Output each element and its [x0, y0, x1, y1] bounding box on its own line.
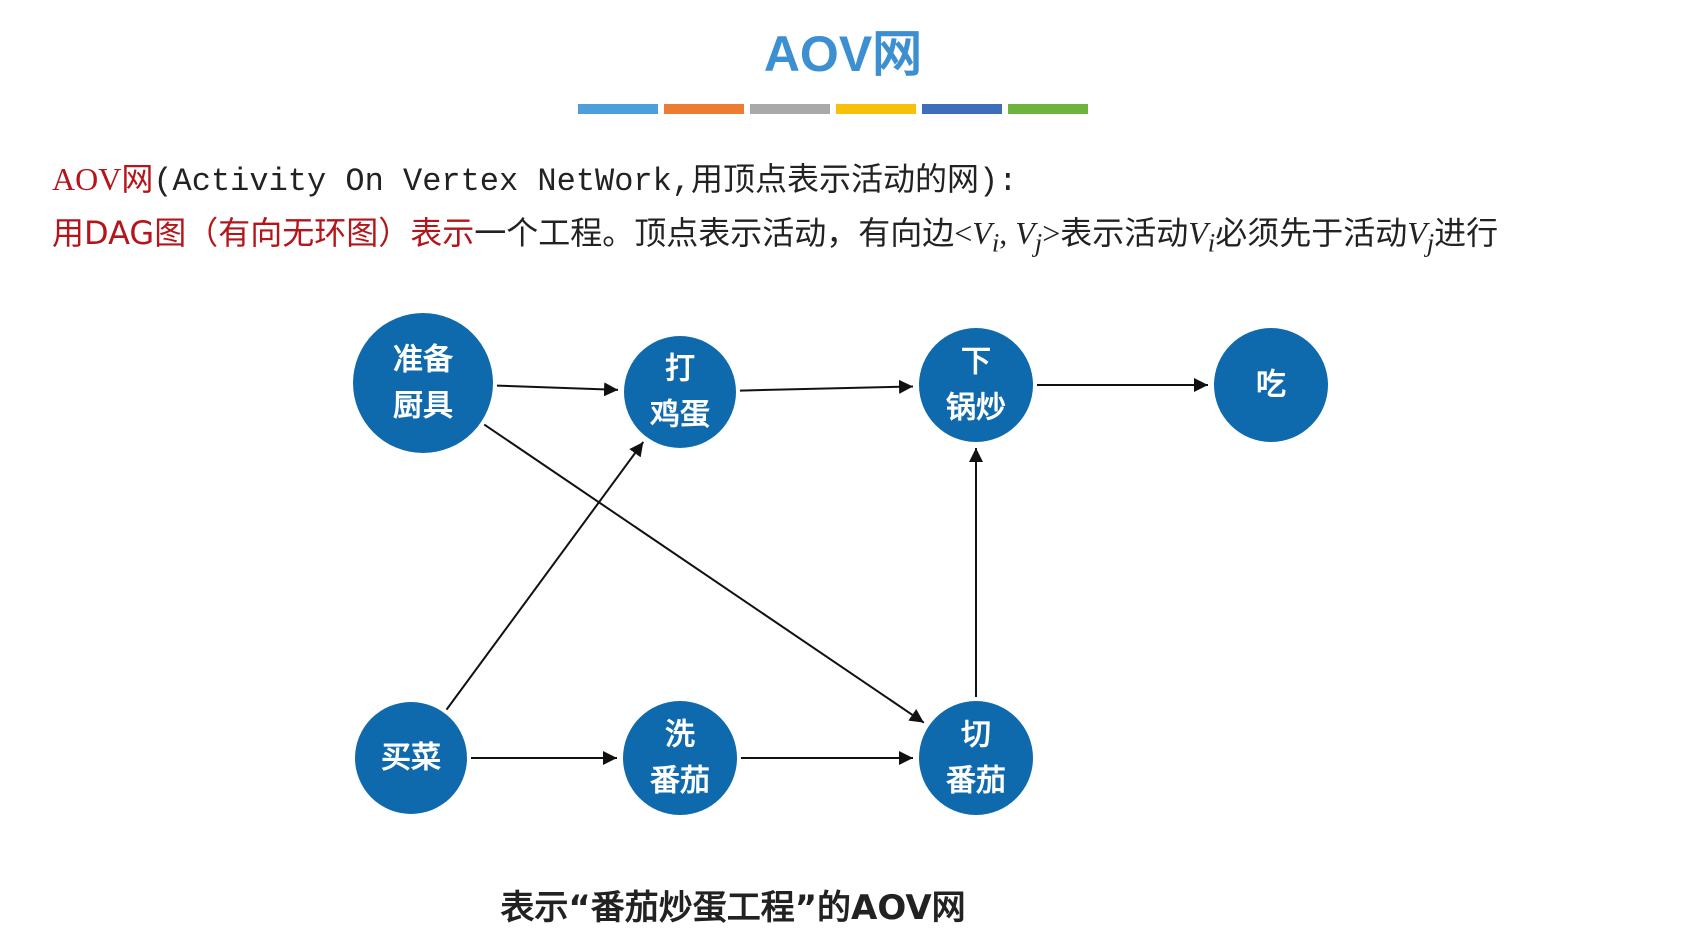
color-stripe — [750, 104, 830, 114]
color-stripe — [664, 104, 744, 114]
node-label: 鸡蛋 — [650, 398, 710, 433]
description-text-4: 进行 — [1434, 214, 1499, 252]
node-label: 打 — [665, 352, 695, 387]
edge-prepare-to-beat-eggs — [496, 382, 619, 397]
color-stripe — [1008, 104, 1088, 114]
definition-expansion: Activity On Vertex NetWork, — [172, 163, 692, 200]
math-vj-2-subscript: j — [1426, 227, 1435, 258]
math-vi-subscript: i — [991, 227, 1000, 258]
edge-beat-eggs-to-stir-fry — [739, 379, 914, 394]
math-vj: V — [1015, 215, 1035, 251]
math-vj-2: V — [1407, 215, 1427, 251]
definition-paren-open: ( — [153, 163, 173, 200]
node-buy-veg: 买菜 — [355, 702, 467, 814]
color-stripe — [922, 104, 1002, 114]
node-label: 买菜 — [381, 741, 441, 776]
edge-buy-veg-to-beat-eggs — [445, 441, 645, 711]
node-circle — [624, 336, 736, 448]
node-label: 下 — [961, 345, 991, 380]
description-highlight: 用DAG图（有向无环图）表示 — [52, 214, 475, 252]
edge-close-bracket: > — [1042, 215, 1061, 251]
edge-prepare-to-cut-tomato — [483, 423, 925, 724]
node-label: 洗 — [665, 718, 695, 753]
node-label: 锅炒 — [946, 391, 1006, 426]
math-vj-subscript: j — [1034, 227, 1043, 258]
page-title: AOV网 — [763, 26, 923, 82]
node-stir-fry: 下锅炒 — [919, 328, 1033, 442]
node-label: 吃 — [1256, 368, 1286, 403]
node-label: 厨具 — [393, 389, 453, 424]
node-cut-tomato: 切番茄 — [919, 701, 1033, 815]
color-stripe — [836, 104, 916, 114]
definition-line: AOV网(Activity On Vertex NetWork,用顶点表示活动的… — [52, 154, 1017, 200]
edge-comma: , — [999, 215, 1016, 251]
description-line: 用DAG图（有向无环图）表示一个工程。顶点表示活动，有向边<Vi, Vj>表示活… — [52, 208, 1498, 258]
node-eat: 吃 — [1214, 328, 1328, 442]
definition-meaning: 用顶点表示活动的网 — [691, 160, 980, 198]
edge-open-bracket: < — [954, 215, 973, 251]
node-circle — [919, 701, 1033, 815]
node-wash-tomato: 洗番茄 — [623, 701, 737, 815]
node-circle — [353, 313, 493, 453]
definition-term: AOV网 — [52, 161, 154, 197]
diagram-caption: 表示“番茄炒蛋工程”的AOV网 — [500, 888, 966, 928]
math-vi-2: V — [1188, 215, 1208, 251]
node-label: 切 — [961, 718, 991, 753]
node-label: 准备 — [393, 343, 454, 378]
node-circle — [355, 702, 467, 814]
description-text-3: 必须先于活动 — [1215, 214, 1408, 252]
node-circle — [919, 328, 1033, 442]
definition-paren-close: ): — [979, 163, 1018, 200]
node-beat-eggs: 打鸡蛋 — [624, 336, 736, 448]
description-text-2: 表示活动 — [1060, 214, 1189, 252]
node-circle — [1214, 328, 1328, 442]
node-label: 番茄 — [650, 764, 710, 799]
math-vi: V — [972, 215, 992, 251]
node-circle — [623, 701, 737, 815]
math-vi-2-subscript: i — [1207, 227, 1216, 258]
node-label: 番茄 — [946, 764, 1006, 799]
description-text-1: 一个工程。顶点表示活动，有向边 — [474, 214, 955, 252]
color-stripe — [578, 104, 658, 114]
